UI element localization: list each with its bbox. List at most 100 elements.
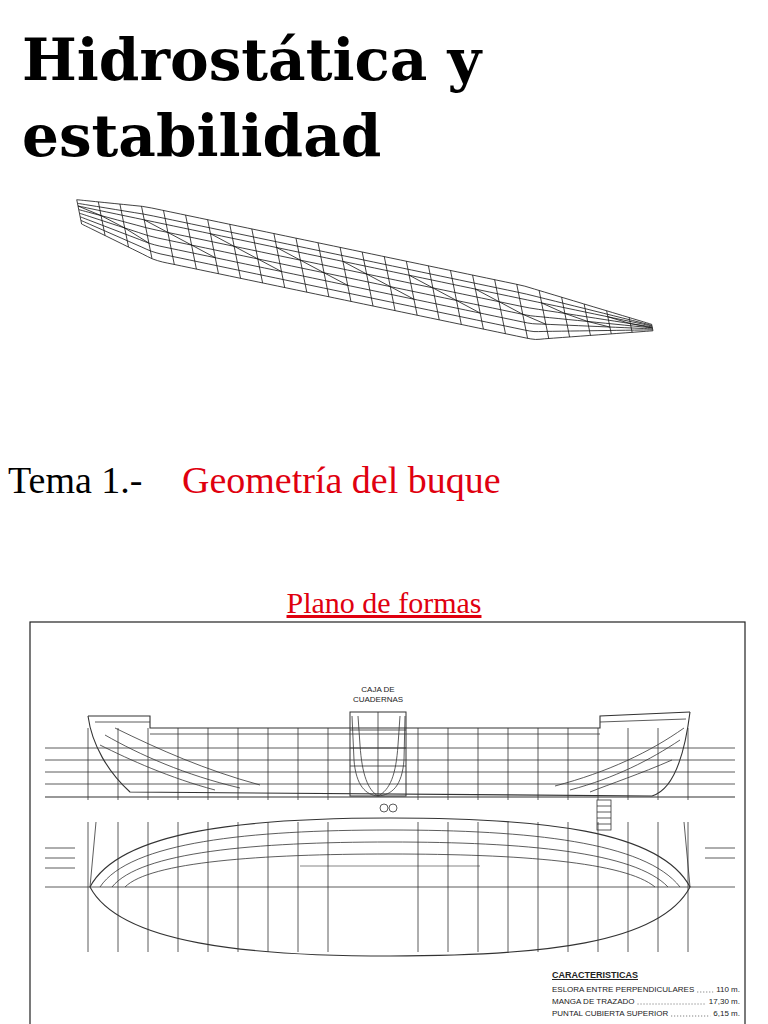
hull-diagonal: [144, 220, 168, 233]
station-line: [178, 728, 179, 800]
topic-title: Geometría del buque: [182, 458, 501, 502]
hull-diagonal: [390, 287, 414, 300]
hull-waterline: [77, 203, 651, 325]
station-line: [538, 728, 539, 800]
station-line: [298, 728, 299, 800]
hull-waterline: [82, 224, 653, 339]
hull-station: [451, 270, 462, 324]
hull-station: [208, 220, 219, 274]
hull-diagonal: [277, 248, 301, 261]
hull-waterline: [79, 210, 652, 327]
hull-diagonal: [630, 324, 652, 328]
hull-station: [230, 224, 241, 278]
spec-name: PUNTAL CUBIERTA SUPERIOR: [552, 1009, 668, 1018]
spec-value: 17,30 m.: [709, 997, 740, 1006]
topic-number: Tema 1.-: [8, 458, 143, 502]
hull-station: [607, 311, 612, 334]
hull-diagonal: [565, 313, 588, 321]
hull-station: [340, 247, 351, 301]
hull-waterline: [79, 213, 652, 328]
station-line: [598, 728, 599, 800]
station-lines: [88, 728, 688, 952]
hull-diagonal: [101, 216, 125, 228]
table-heading: CARACTERISTICAS: [552, 970, 638, 980]
hull-station: [384, 257, 395, 311]
station-line: [118, 728, 119, 800]
hull-station: [186, 215, 197, 269]
hull-diagonal: [542, 303, 565, 313]
plan-frame: [30, 622, 745, 1024]
station-line: [148, 728, 149, 800]
drawing-label: CAJA DE CUADERNAS: [350, 685, 406, 705]
station-line: [688, 728, 689, 800]
hull-station: [142, 206, 152, 258]
section-heading: Plano de formas: [0, 586, 768, 620]
hull-diagonal: [300, 260, 324, 273]
station-line: [508, 728, 509, 800]
hull-station: [98, 202, 105, 236]
hull-station: [274, 234, 285, 288]
hull-diagonal: [367, 274, 391, 287]
profile-view: [45, 712, 735, 830]
hull-diagonal: [78, 206, 101, 216]
hull-waterline: [80, 217, 652, 329]
station-line: [568, 728, 569, 800]
hull-station: [77, 200, 82, 224]
hull-station: [120, 204, 129, 247]
hull-station: [539, 290, 549, 338]
station-line: [658, 728, 659, 800]
station-line: [418, 728, 419, 800]
dotted-leader: [638, 1004, 706, 1005]
hull-diagonal: [409, 275, 433, 288]
station-line: [88, 728, 89, 800]
spec-value: 110 m.: [716, 985, 740, 994]
hull-station: [562, 297, 570, 337]
hull-wireframe: [77, 200, 653, 340]
hull-station: [517, 284, 528, 338]
station-line: [208, 728, 209, 800]
hull-diagonal: [523, 314, 546, 324]
slide-title: Hidrostática y estabilidad: [22, 22, 602, 174]
lines-plan: [30, 622, 745, 1024]
hull-diagonal: [475, 289, 499, 302]
hull-diagonal: [168, 232, 192, 245]
station-line: [328, 728, 329, 800]
spec-value: 6,15 m.: [713, 1009, 740, 1018]
hull-diagonal: [258, 259, 282, 272]
hull-station: [629, 318, 632, 333]
hull-station: [296, 238, 307, 292]
hull-station: [495, 280, 506, 334]
waterplane-view: [45, 818, 735, 956]
hull-station: [406, 261, 417, 315]
dotted-leader: [671, 1016, 710, 1017]
hull-station: [362, 252, 373, 306]
station-line: [628, 728, 629, 800]
hull-diagonal: [343, 261, 367, 274]
hull-station: [428, 266, 439, 320]
hull-station: [584, 304, 590, 335]
hull-diagonal: [433, 288, 457, 301]
station-line: [268, 728, 269, 800]
spec-name: ESLORA ENTRE PERPENDICULARES: [552, 985, 694, 994]
spec-name: MANGA DE TRAZADO: [552, 997, 635, 1006]
hull-diagonal: [457, 300, 481, 313]
hull-waterline: [81, 220, 653, 331]
hull-diagonal: [499, 302, 523, 315]
hull-diagonal: [192, 245, 216, 258]
hull-station: [473, 275, 484, 329]
hull-diagonal: [588, 321, 610, 327]
hull-diagonal: [125, 228, 149, 243]
hull-diagonal: [234, 246, 258, 259]
hull-waterline: [78, 206, 652, 326]
hull-diagonal: [324, 273, 348, 286]
hull-diagonal: [210, 234, 234, 247]
hull-station: [164, 210, 175, 264]
station-line: [238, 728, 239, 800]
station-line: [478, 728, 479, 800]
hull-station: [318, 243, 329, 297]
station-line: [448, 728, 449, 800]
hull-diagonal: [608, 317, 631, 324]
dotted-leader: [697, 992, 713, 993]
hull-station: [252, 229, 263, 283]
